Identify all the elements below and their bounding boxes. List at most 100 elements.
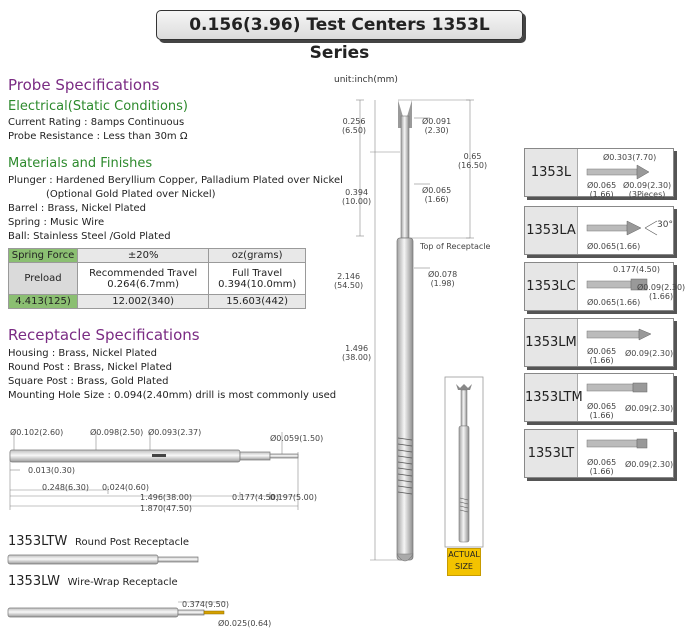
receptacle-mounting-hole: Mounting Hole Size : 0.094(2.40mm) drill… [8, 390, 337, 401]
probe-dim-a4: 0.394(10.00) [342, 188, 371, 206]
probe-dim-a2: Ø0.091(2.30) [422, 117, 451, 135]
model-1353lm-n1-mm: (1.66) [589, 356, 614, 365]
model-1353lt[interactable]: 1353LT Ø0.065(1.66) Ø0.09(2.30) [524, 429, 674, 478]
model-1353ltm-tip [586, 382, 648, 393]
probe-dim-a4-mm: (10.00) [342, 197, 372, 206]
model-1353lt-n1-mm: (1.66) [589, 467, 614, 476]
material-barrel: Barrel : Brass, Nickel Plated [8, 203, 147, 214]
full-travel-value: 0.394(10.0mm) [218, 278, 297, 290]
rec-dim-6: 0.248(6.30) [42, 483, 89, 492]
rec-dim-5: 0.013(0.30) [28, 466, 75, 475]
preload-cell: Preload [8, 262, 78, 295]
model-1353lc-n1: 0.177(4.50) [613, 265, 660, 274]
model-1353lm[interactable]: 1353LM Ø0.065(1.66) Ø0.09(2.30) [524, 318, 674, 367]
rec-dim-2: Ø0.098(2.50) [90, 428, 144, 437]
rec-dim-9: 0.177(4.50) [232, 493, 279, 502]
model-1353ltm-n3: Ø0.09(2.30) [625, 404, 674, 413]
current-rating: Current Rating : 8amps Continuous [8, 117, 185, 128]
unit-header: oz(grams) [208, 248, 306, 263]
model-1353lt-tip [586, 438, 648, 449]
model-1353l-n2-mm: (1.66) [589, 190, 614, 199]
receptacle-round-post: Round Post : Brass, Nickel Plated [8, 362, 173, 373]
receptacle-drawing [9, 432, 299, 510]
preload-value: 4.413(125) [8, 294, 78, 309]
probe-dim-a4-inch: 0.394 [345, 188, 369, 197]
electrical-heading: Electrical(Static Conditions) [8, 99, 189, 114]
model-label: 1353L [525, 149, 578, 196]
model-1353lm-tip [586, 328, 652, 341]
model-1353la-tip [586, 220, 658, 236]
probe-dim-a3: 0.65(16.50) [458, 152, 487, 170]
model-1353lc[interactable]: 1353LC 0.177(4.50) Ø0.065(1.66) Ø0.09(2.… [524, 262, 685, 311]
model-1353lc-n3-inch: Ø0.09(2.30) [637, 283, 685, 292]
rec-dim-3: Ø0.093(2.37) [148, 428, 202, 437]
lw-title: 1353LW Wire-Wrap Receptacle [8, 574, 178, 589]
model-1353lc-tip [586, 278, 648, 291]
probe-dim-a5-mm: (1.66) [424, 195, 449, 204]
model-1353ltm-n1-mm: (1.66) [589, 411, 614, 420]
model-1353l[interactable]: 1353L Ø0.303(7.70) Ø0.065(1.66) Ø0.09(2.… [524, 148, 674, 199]
material-plunger: Plunger : Hardened Beryllium Copper, Pal… [8, 175, 343, 186]
model-1353l-n2-inch: Ø0.065 [587, 181, 617, 190]
ltw-drawing [7, 554, 199, 565]
probe-dim-a1-inch: 0.256 [342, 117, 366, 126]
model-1353l-tip [586, 164, 650, 180]
probe-dim-a3-mm: (16.50) [458, 161, 488, 170]
model-1353lm-n1: Ø0.065(1.66) [587, 347, 616, 365]
probe-dim-a7-inch: Ø0.078 [428, 270, 458, 279]
model-label: 1353LTM [525, 374, 583, 421]
model-1353ltm[interactable]: 1353LTM Ø0.065(1.66) Ø0.09(2.30) [524, 373, 674, 422]
model-1353l-n1: Ø0.303(7.70) [603, 153, 657, 162]
lw-code: 1353LW [8, 574, 60, 589]
probe-dim-a8: 1.496(38.00) [342, 344, 371, 362]
material-plunger-option: (Optional Gold Plated over Nickel) [46, 189, 216, 200]
probe-dim-a7: Ø0.078(1.98) [428, 270, 457, 288]
full-travel-force: 15.603(442) [208, 294, 306, 309]
full-travel-label: Full Travel [232, 267, 283, 279]
rec-travel-value: 0.264(6.7mm) [107, 278, 180, 290]
model-1353lm-n1-inch: Ø0.065 [587, 347, 617, 356]
actual-size-drawing [444, 376, 484, 548]
model-1353l-n2: Ø0.065(1.66) [587, 181, 616, 199]
rec-dim-4: Ø0.059(1.50) [270, 434, 324, 443]
probe-drawing [356, 99, 474, 562]
rec-travel-label: Recommended Travel [89, 267, 198, 279]
lw-drawing [7, 601, 226, 618]
probe-dim-a1: 0.256(6.50) [342, 117, 366, 135]
probe-dim-a2-mm: (2.30) [424, 126, 449, 135]
receptacle-housing: Housing : Brass, Nickel Plated [8, 348, 157, 359]
model-1353la-angle: 30° [657, 220, 673, 230]
probe-dim-a5-inch: Ø0.065 [422, 186, 452, 195]
model-1353la[interactable]: 1353LA 30° Ø0.065(1.66) [524, 206, 674, 255]
probe-dim-a8-mm: (38.00) [342, 353, 372, 362]
lw-desc: Wire-Wrap Receptacle [67, 577, 178, 588]
model-1353lc-n3-mm: (1.66) [649, 292, 674, 301]
probe-resistance: Probe Resistance : Less than 30m Ω [8, 131, 188, 142]
rec-dim-11: 1.870(47.50) [140, 504, 193, 513]
probe-dim-a5: Ø0.065(1.66) [422, 186, 451, 204]
size-label: SIZE [455, 562, 473, 571]
rec-travel-force: 12.002(340) [76, 294, 210, 309]
spring-force-header: Spring Force [8, 248, 78, 263]
model-1353la-n2: Ø0.065(1.66) [587, 242, 641, 251]
ltw-title: 1353LTW Round Post Receptacle [8, 534, 189, 549]
materials-heading: Materials and Finishes [8, 156, 153, 171]
page-title: 0.156(3.96) Test Centers 1353L Series [156, 10, 523, 63]
probe-dim-a2-inch: Ø0.091 [422, 117, 452, 126]
top-of-receptacle: Top of Receptacle [420, 242, 491, 251]
probe-dim-a8-inch: 1.496 [345, 344, 369, 353]
probe-dim-a6-inch: 2.146 [337, 272, 361, 281]
model-label: 1353LA [525, 207, 578, 254]
probe-dim-a6: 2.146(54.50) [334, 272, 363, 290]
model-1353lc-n3: Ø0.09(2.30)(1.66) [637, 283, 685, 301]
model-1353lt-n1-inch: Ø0.065 [587, 458, 617, 467]
receptacle-spec-heading: Receptacle Specifications [8, 326, 200, 344]
material-spring: Spring : Music Wire [8, 217, 105, 228]
model-label: 1353LM [525, 319, 578, 366]
rec-dim-10: 0.197(5.00) [270, 493, 317, 502]
model-label: 1353LC [525, 263, 578, 310]
model-1353lt-n3: Ø0.09(2.30) [625, 460, 674, 469]
